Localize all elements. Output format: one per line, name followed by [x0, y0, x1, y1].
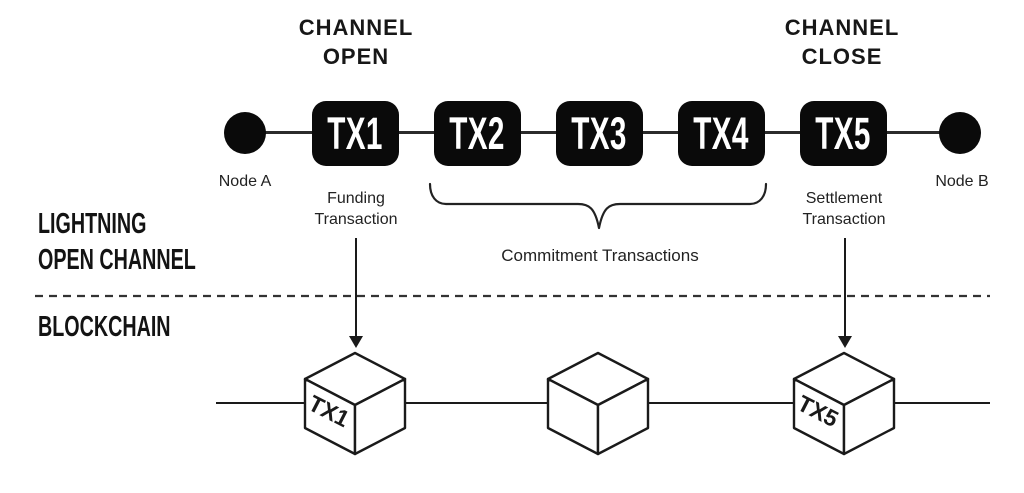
tx-box-2: TX2: [434, 101, 521, 166]
label-node-a: Node A: [218, 173, 272, 190]
header-channel-close: CHANNEL CLOSE: [742, 13, 942, 71]
settlement-arrow-head-icon: [838, 336, 852, 348]
label-settlement-line2: Transaction: [802, 211, 886, 228]
settlement-arrow-line: [844, 238, 847, 337]
tx-box-4: TX4: [678, 101, 765, 166]
section-title-blockchain: BLOCKCHAIN: [38, 311, 171, 343]
header-channel-open: CHANNEL OPEN: [256, 13, 456, 71]
tx-box-4-label: TX4: [693, 108, 750, 159]
divider-dashed-line: [35, 294, 990, 298]
block-cube-2: [546, 351, 650, 456]
tx-box-3-label: TX3: [571, 108, 628, 159]
label-funding-transaction: Funding Transaction: [286, 188, 426, 230]
tx-box-2-label: TX2: [449, 108, 506, 159]
section-title-lightning-line2: OPEN CHANNEL: [38, 244, 196, 276]
node-b-circle: [939, 112, 981, 154]
header-channel-open-line1: CHANNEL: [298, 15, 414, 40]
funding-arrow-head-icon: [349, 336, 363, 348]
curly-brace: [428, 182, 768, 230]
tx-box-1-label: TX1: [327, 108, 384, 159]
header-channel-close-line2: CLOSE: [801, 44, 883, 69]
section-title-lightning: LIGHTNING OPEN CHANNEL: [38, 206, 196, 278]
label-commitment-transactions: Commitment Transactions: [501, 246, 699, 265]
label-funding-line2: Transaction: [314, 211, 398, 228]
label-settlement-transaction: Settlement Transaction: [774, 188, 914, 230]
section-title-lightning-line1: LIGHTNING: [38, 208, 147, 240]
tx-box-3: TX3: [556, 101, 643, 166]
tx-box-5: TX5: [800, 101, 887, 166]
funding-arrow-line: [355, 238, 358, 337]
header-channel-close-line1: CHANNEL: [784, 15, 900, 40]
tx-box-5-label: TX5: [815, 108, 872, 159]
block-cube-3: TX5: [792, 351, 896, 456]
node-a-circle: [224, 112, 266, 154]
label-node-b: Node B: [935, 173, 989, 190]
label-funding-line1: Funding: [327, 190, 385, 207]
block-cube-1: TX1: [303, 351, 407, 456]
header-channel-open-line2: OPEN: [322, 44, 390, 69]
label-settlement-line1: Settlement: [805, 190, 883, 207]
tx-box-1: TX1: [312, 101, 399, 166]
